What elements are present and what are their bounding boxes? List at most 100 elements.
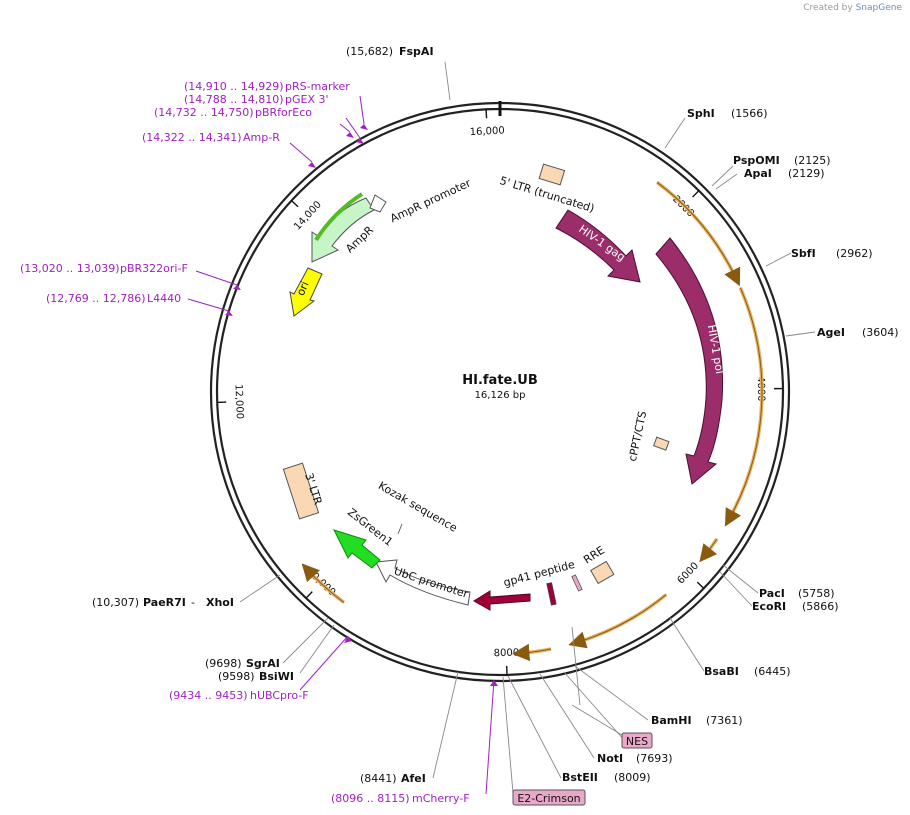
site-afei-pos: (8441)	[360, 772, 397, 785]
orf-arc-core	[520, 648, 552, 654]
site-ecori-name[interactable]: EcoRI	[752, 600, 786, 613]
tick-mark	[692, 190, 700, 198]
primer-hubcpro-label[interactable]: hUBCpro-F	[250, 689, 309, 702]
cppt-label: cPPT/CTS	[626, 410, 649, 463]
site-afei-name[interactable]: AfeI	[401, 772, 426, 785]
site-paci-pos: (5758)	[798, 587, 835, 600]
orf-arc	[301, 563, 346, 604]
nes-marker[interactable]	[546, 582, 557, 606]
tick-mark	[696, 581, 705, 589]
primer-l4440-range: (12,769 .. 12,786)	[46, 292, 146, 305]
tick-label: 8000	[494, 648, 520, 660]
site-sgrai-name[interactable]: SgrAI	[246, 657, 280, 670]
rre-box[interactable]	[590, 560, 615, 585]
primer-pgex-range: (14,788 .. 14,810)	[184, 93, 284, 106]
primer-hubcpro-range: (9434 .. 9453)	[169, 689, 248, 702]
tick-mark	[291, 200, 299, 208]
orf-arc-core	[656, 181, 737, 279]
primer-pbrforeco-label[interactable]: pBRforEco	[255, 106, 312, 119]
gp41-arrow[interactable]	[473, 590, 531, 611]
kozak-leader	[397, 523, 403, 535]
site-sphi-name[interactable]: SphI	[687, 107, 715, 120]
site-agei-pos: (3604)	[862, 326, 899, 339]
credit-prefix: Created by	[803, 3, 853, 13]
e2crimson-marker[interactable]	[571, 574, 583, 592]
site-sep: -	[191, 596, 195, 609]
site-xhoi-name[interactable]: XhoI	[206, 596, 234, 609]
badge-e2crimson[interactable]: E2-Crimson	[512, 789, 586, 806]
pol-arrow[interactable]	[655, 237, 724, 485]
tick-label: 14,000	[292, 199, 324, 232]
ubc-arrow[interactable]	[375, 559, 471, 606]
primer-l4440-label[interactable]: L4440	[147, 292, 181, 305]
primer-pgex-label[interactable]: pGEX 3'	[285, 93, 329, 106]
ampr-arrow[interactable]	[311, 197, 375, 263]
site-paer7i-pos: (10,307)	[92, 596, 139, 609]
site-sphi-pos: (1566)	[731, 107, 768, 120]
site-sbfi-name[interactable]: SbfI	[791, 247, 816, 260]
amprp-label: AmpR promoter	[388, 176, 473, 225]
primer-prs-range: (14,910 .. 14,929)	[184, 80, 284, 93]
kozak-label: Kozak sequence	[376, 479, 460, 535]
primer-pbrforeco-range: (14,732 .. 14,750)	[154, 106, 254, 119]
site-noti-name[interactable]: NotI	[597, 752, 623, 765]
primer-mcherry-label[interactable]: mCherry-F	[412, 792, 470, 805]
primer-ampr-label[interactable]: Amp-R	[243, 131, 280, 144]
credit-brand: SnapGene	[855, 3, 902, 13]
site-sgrai-pos: (9698)	[205, 657, 242, 670]
site-pspomi-pos: (2125)	[794, 154, 831, 167]
cppt-box[interactable]	[653, 436, 670, 451]
primer-pbr322ori-range: (13,020 .. 13,039)	[20, 262, 120, 275]
ori-arrow[interactable]	[289, 267, 323, 317]
gag-arrow[interactable]	[555, 209, 641, 283]
orf-arc-core	[576, 594, 667, 643]
site-paer7i-name[interactable]: PaeR7I	[143, 596, 186, 609]
zsgreen-arrow[interactable]	[333, 529, 381, 569]
site-apai-name[interactable]: ApaI	[744, 167, 772, 180]
primer-prs-label[interactable]: pRS-marker	[285, 80, 350, 93]
primer-pbr322ori-label[interactable]: pBR322ori-F	[120, 262, 188, 275]
site-ecori-pos: (5866)	[802, 600, 839, 613]
badge-nes[interactable]: NES	[621, 732, 653, 749]
site-layer: (15,682) FspAI SphI (1566) PspOMI (2125)…	[92, 45, 899, 785]
plasmid-name: HI.fate.UB	[462, 373, 538, 388]
primer-mcherry-range: (8096 .. 8115)	[331, 792, 410, 805]
tick-label: 12,000	[233, 384, 245, 419]
site-bsiwi-name[interactable]: BsiWI	[259, 670, 294, 683]
orf-arc-core	[728, 287, 763, 520]
site-bsabi-pos: (6445)	[754, 665, 791, 678]
amprp-arrow[interactable]	[369, 194, 387, 213]
badge-e2crimson-label: E2-Crimson	[517, 792, 580, 805]
primer-ampr-range: (14,322 .. 14,341)	[142, 131, 242, 144]
site-bamhi-name[interactable]: BamHI	[651, 714, 692, 727]
ltr5-box[interactable]	[538, 163, 566, 186]
leader-lines	[239, 61, 816, 794]
site-bamhi-pos: (7361)	[706, 714, 743, 727]
site-apai-pos: (2129)	[788, 167, 825, 180]
site-sbfi-pos: (2962)	[836, 247, 873, 260]
site-bsteii-pos: (8009)	[614, 771, 651, 784]
site-fspai-name[interactable]: FspAI	[399, 45, 434, 58]
orf-arc-core	[307, 569, 345, 603]
site-paci-name[interactable]: PacI	[759, 587, 785, 600]
site-agei-name[interactable]: AgeI	[817, 326, 845, 339]
snapgene-credit: Created by SnapGene	[803, 3, 902, 13]
ltr3-box[interactable]	[282, 462, 320, 520]
tick-mark	[305, 591, 313, 599]
primer-layer: (14,910 .. 14,929) pRS-marker (14,788 ..…	[20, 80, 470, 805]
site-bsteii-name[interactable]: BstEII	[562, 771, 598, 784]
tick-label: 16,000	[469, 125, 504, 138]
ori-label: ori	[294, 279, 312, 297]
site-bsabi-name[interactable]: BsaBI	[704, 665, 739, 678]
orf-layer	[301, 180, 764, 662]
primer-marks	[225, 124, 498, 686]
plasmid-length: 16,126 bp	[475, 390, 526, 401]
site-bsiwi-pos: (9598)	[218, 670, 255, 683]
site-noti-pos: (7693)	[636, 752, 673, 765]
badge-nes-label: NES	[626, 735, 648, 748]
primer-leaders	[187, 95, 495, 795]
site-pspomi-name[interactable]: PspOMI	[733, 154, 780, 167]
orf-arc	[568, 593, 668, 649]
gp41-label: gp41 peptide	[502, 558, 576, 590]
